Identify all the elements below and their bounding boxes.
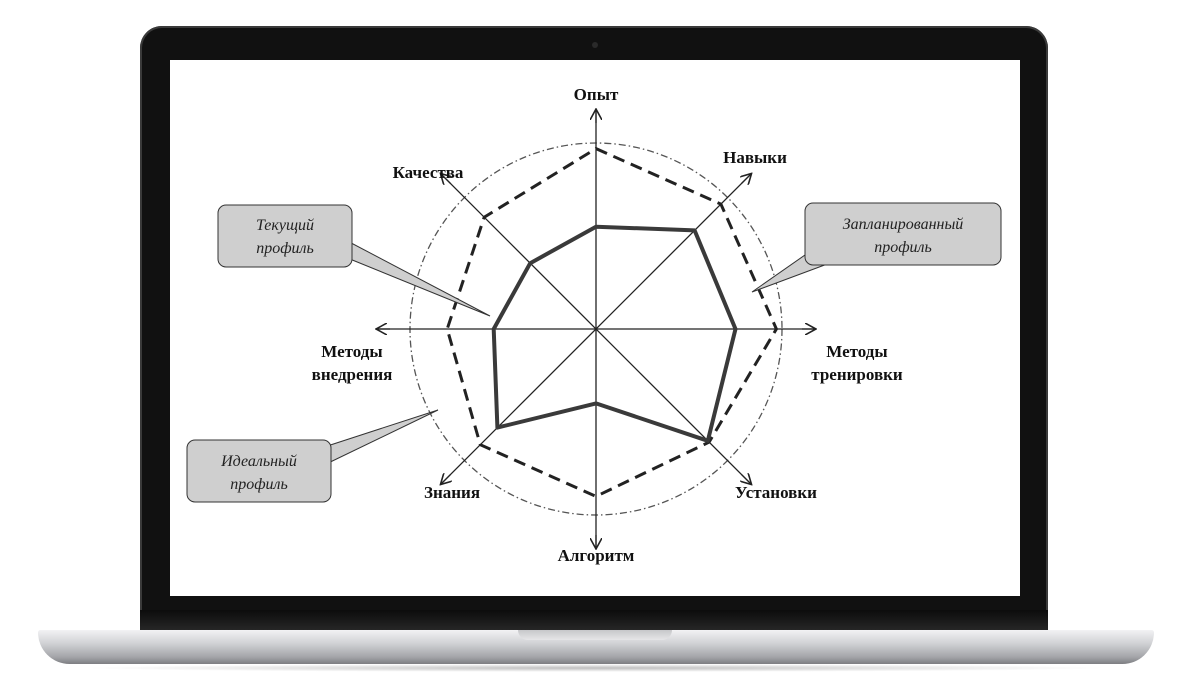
callout-ideal-line1: Идеальный — [220, 453, 297, 470]
axis-arrow-skills — [742, 173, 752, 183]
axis-label-training-line2: тренировки — [811, 365, 903, 384]
axis-label-attitudes: Установки — [735, 483, 817, 502]
laptop-shadow — [80, 664, 1112, 672]
callout-planned-line1: Запланированный — [843, 216, 964, 233]
axis-arrow-knowledge — [440, 475, 450, 485]
callout-planned-line2: профиль — [874, 239, 932, 256]
callout-current-line1: Текущий — [256, 217, 314, 234]
callout-current-pointer — [335, 234, 491, 317]
axis-label-skills: Навыки — [723, 148, 787, 167]
axes-group — [376, 109, 816, 549]
callout-current-line2: профиль — [256, 240, 314, 257]
axis-label-experience: Опыт — [574, 85, 619, 104]
camera-icon — [592, 42, 598, 48]
axis-line-attitudes-qualities — [439, 172, 753, 486]
callout-ideal-profile: Идеальный профиль — [186, 409, 439, 503]
axis-arrow-attitudes — [742, 475, 752, 485]
laptop-hinge — [140, 610, 1048, 630]
axis-label-implementation-line1: Методы — [321, 342, 382, 361]
laptop-base-notch — [518, 630, 672, 640]
callout-ideal-line2: профиль — [230, 476, 288, 493]
planned-profile-polygon — [445, 146, 779, 499]
callout-current-profile: Текущий профиль — [217, 204, 491, 317]
callout-ideal-pointer — [314, 409, 439, 467]
callout-planned-profile: Запланированный профиль — [751, 202, 1002, 293]
axis-label-implementation-line2: внедрения — [312, 365, 393, 384]
current-profile-polygon — [491, 224, 738, 443]
axis-arrow-qualities — [440, 173, 450, 183]
axis-label-training-line1: Методы — [826, 342, 887, 361]
axis-label-knowledge: Знания — [424, 483, 480, 502]
axis-label-qualities: Качества — [393, 163, 464, 182]
axis-label-algorithm: Алгоритм — [558, 546, 635, 565]
